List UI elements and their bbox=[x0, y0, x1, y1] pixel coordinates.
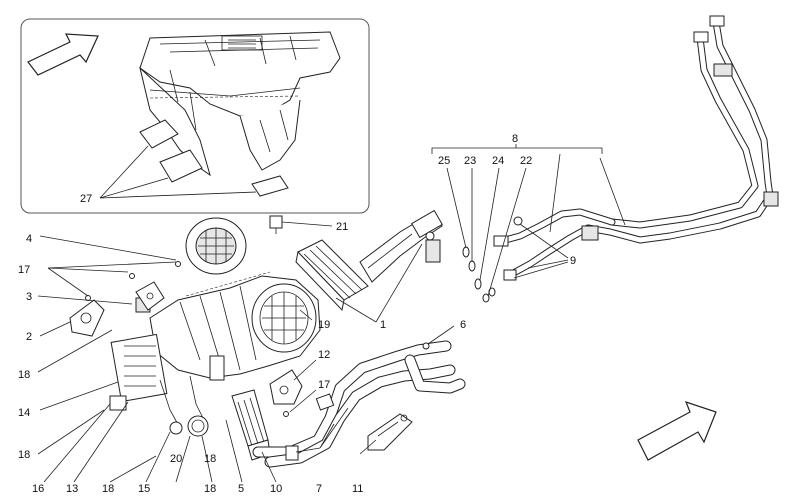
callout-3: 3 bbox=[26, 291, 32, 303]
sensor-13 bbox=[109, 395, 127, 411]
callout-4: 4 bbox=[26, 233, 32, 245]
part-27-mats bbox=[139, 119, 289, 197]
callout-7: 7 bbox=[316, 483, 322, 495]
screw-9 bbox=[513, 216, 523, 226]
callout-19: 19 bbox=[318, 319, 330, 331]
callout-18-e: 18 bbox=[204, 453, 216, 465]
callout-9: 9 bbox=[570, 255, 576, 267]
actuator-2 bbox=[69, 299, 105, 337]
callout-24: 24 bbox=[492, 155, 504, 167]
coolant-pipes-7 bbox=[252, 340, 466, 468]
callout-20: 20 bbox=[170, 453, 182, 465]
blower-motor bbox=[185, 217, 247, 275]
callout-18-b: 18 bbox=[18, 449, 30, 461]
callout-6: 6 bbox=[460, 319, 466, 331]
callout-8: 8 bbox=[512, 133, 518, 145]
gasket-11 bbox=[367, 413, 413, 451]
dashboard-structure bbox=[139, 31, 341, 177]
callout-18-a: 18 bbox=[18, 369, 30, 381]
leaders-22-25 bbox=[446, 153, 626, 297]
ring-clamp-20 bbox=[187, 415, 209, 437]
group-bracket-8 bbox=[431, 144, 603, 154]
actuator-3-detached bbox=[135, 281, 165, 311]
callout-17-right: 17 bbox=[318, 379, 330, 391]
fitting-lower-a bbox=[493, 235, 509, 247]
clip-21 bbox=[269, 215, 283, 234]
callout-11: 11 bbox=[352, 483, 363, 495]
callout-12: 12 bbox=[318, 349, 330, 361]
callout-18-d: 18 bbox=[204, 483, 216, 495]
actuator-harness bbox=[209, 355, 225, 381]
duct-bracket bbox=[425, 239, 441, 263]
direction-arrow-lower-icon bbox=[637, 401, 717, 461]
evaporator-panel bbox=[110, 333, 168, 403]
screws-17 bbox=[85, 261, 289, 417]
fitting-lower-b bbox=[503, 269, 517, 281]
callout-21: 21 bbox=[336, 221, 348, 233]
callout-2: 2 bbox=[26, 331, 32, 343]
leader-lines-left bbox=[37, 235, 277, 483]
refrigerant-pipes-upper bbox=[493, 15, 779, 281]
filter-housing-1 bbox=[295, 239, 369, 312]
callout-5: 5 bbox=[238, 483, 244, 495]
callout-18-c: 18 bbox=[102, 483, 114, 495]
callout-23: 23 bbox=[464, 155, 476, 167]
fitting-top-b bbox=[693, 31, 709, 43]
direction-arrow-icon bbox=[27, 33, 99, 76]
callout-27: 27 bbox=[80, 193, 92, 205]
callout-15: 15 bbox=[138, 483, 150, 495]
fitting-end bbox=[763, 191, 779, 207]
callout-16: 16 bbox=[32, 483, 44, 495]
actuator-12 bbox=[269, 369, 303, 405]
leader-27 bbox=[99, 145, 257, 199]
callout-17-left: 17 bbox=[18, 264, 30, 276]
inset-detail-view: 27 bbox=[20, 18, 370, 214]
callout-22: 22 bbox=[520, 155, 532, 167]
fitting-clip bbox=[713, 63, 733, 77]
leader-9 bbox=[513, 223, 569, 279]
callout-1: 1 bbox=[380, 319, 386, 331]
o-rings-and-seals bbox=[462, 246, 496, 303]
callout-13: 13 bbox=[66, 483, 78, 495]
callout-10: 10 bbox=[270, 483, 282, 495]
callout-14: 14 bbox=[18, 407, 30, 419]
fitting-valve bbox=[581, 225, 599, 241]
clamp-6 bbox=[422, 342, 430, 350]
callout-25: 25 bbox=[438, 155, 450, 167]
air-duct-arm bbox=[359, 209, 443, 283]
leader-lines-right bbox=[281, 221, 455, 455]
fitting-top-a bbox=[709, 15, 725, 27]
